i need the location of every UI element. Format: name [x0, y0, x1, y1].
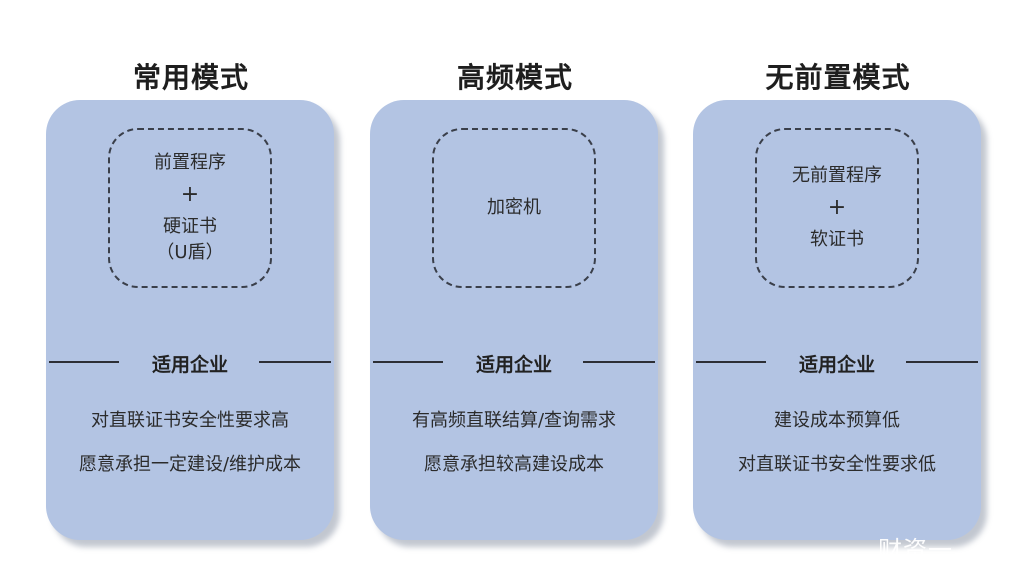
- divider-line-right: [906, 361, 978, 363]
- component-line: 前置程序: [154, 152, 226, 173]
- component-box: 无前置程序 + 软证书: [755, 128, 919, 288]
- column-high-frequency-mode: 高频模式 加密机 适用企业 有高频直联结算/查询需求 愿意承担较高建设成本: [370, 0, 660, 577]
- divider-line-right: [259, 361, 331, 363]
- divider-line-left: [49, 361, 119, 363]
- applicable-enterprise-desc: 对直联证书安全性要求低: [738, 454, 936, 475]
- component-line: 无前置程序: [792, 165, 882, 186]
- component-line: 加密机: [487, 197, 541, 218]
- component-box: 前置程序 + 硬证书 （U盾）: [108, 128, 272, 288]
- section-divider: 适用企业: [370, 350, 658, 376]
- mode-card: 无前置程序 + 软证书 适用企业 建设成本预算低 对直联证书安全性要求低: [693, 100, 981, 540]
- divider-label: 适用企业: [475, 354, 552, 376]
- column-title: 常用模式: [132, 61, 249, 94]
- column-no-frontend-mode: 无前置模式 无前置程序 + 软证书 适用企业 建设成本预算低 对直联证书安全性要…: [693, 0, 983, 577]
- applicable-enterprise-desc: 愿意承担一定建设/维护成本: [78, 454, 302, 475]
- divider-label: 适用企业: [151, 354, 228, 376]
- applicable-enterprise-desc: 愿意承担较高建设成本: [424, 454, 604, 475]
- mode-card: 加密机 适用企业 有高频直联结算/查询需求 愿意承担较高建设成本: [370, 100, 658, 540]
- column-title: 高频模式: [456, 61, 573, 94]
- divider-line-left: [373, 361, 443, 363]
- component-box: 加密机: [432, 128, 596, 288]
- divider-line-right: [583, 361, 655, 363]
- applicable-enterprise-desc: 有高频直联结算/查询需求: [411, 410, 617, 431]
- applicable-enterprise-desc: 建设成本预算低: [774, 410, 900, 431]
- mode-card: 前置程序 + 硬证书 （U盾） 适用企业 对直联证书安全性要求高 愿意承担一定建…: [46, 100, 334, 540]
- section-divider: 适用企业: [693, 350, 981, 376]
- watermark: 财资一: [878, 536, 953, 564]
- component-line: 硬证书: [163, 216, 217, 237]
- plus-sign: +: [827, 195, 847, 220]
- column-title: 无前置模式: [765, 61, 911, 94]
- component-line: （U盾）: [156, 242, 224, 263]
- component-line: 软证书: [810, 229, 864, 250]
- plus-sign: +: [180, 182, 200, 207]
- applicable-enterprise-desc: 对直联证书安全性要求高: [91, 410, 289, 431]
- column-standard-mode: 常用模式 前置程序 + 硬证书 （U盾） 适用企业 对直联证书安全性要求高 愿意…: [46, 0, 336, 577]
- divider-line-left: [696, 361, 766, 363]
- section-divider: 适用企业: [46, 350, 334, 376]
- divider-label: 适用企业: [798, 354, 875, 376]
